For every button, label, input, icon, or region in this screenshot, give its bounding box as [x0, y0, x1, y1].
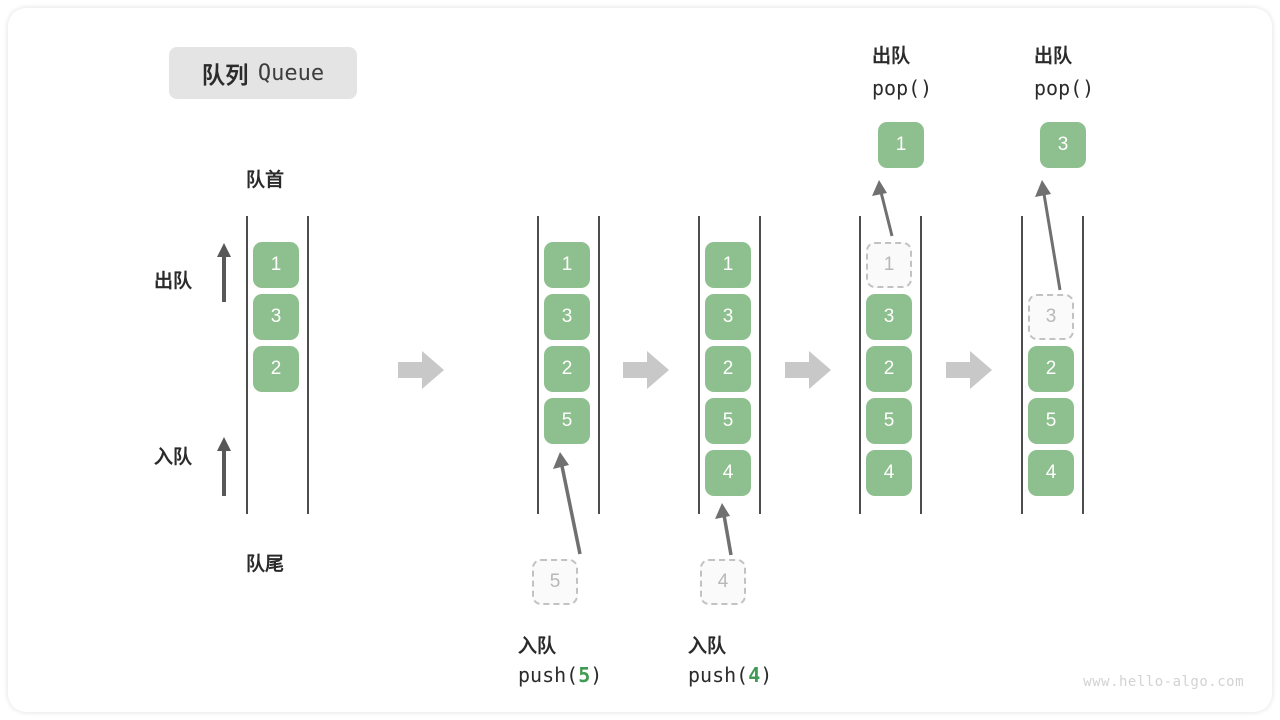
step-arrow-icon — [785, 351, 831, 389]
popped-element: 1 — [878, 122, 924, 168]
caption-cn: 入队 — [518, 636, 557, 657]
queue-cell: 1 — [705, 242, 751, 288]
caption-cn: 入队 — [688, 636, 727, 657]
step-arrow-icon — [946, 351, 992, 389]
queue-cell: 2 — [866, 346, 912, 392]
queue-rail-left — [698, 216, 700, 514]
pop-motion-arrow — [872, 180, 894, 237]
queue-rail-left — [246, 216, 248, 514]
step-arrow-icon — [398, 351, 444, 389]
caption-code: pop() — [872, 76, 933, 100]
queue-cell: 1 — [544, 242, 590, 288]
queue-cell: 3 — [866, 294, 912, 340]
label-rear: 队尾 — [246, 554, 285, 575]
queue-cell: 5 — [705, 398, 751, 444]
label-front: 队首 — [246, 170, 285, 191]
caption-code: pop() — [1034, 76, 1095, 100]
incoming-element: 4 — [700, 559, 746, 605]
step-arrow-icon — [623, 351, 669, 389]
caption-cn: 出队 — [1034, 46, 1073, 67]
queue-cell: 3 — [705, 294, 751, 340]
watermark: www.hello-algo.com — [1083, 674, 1244, 690]
label-dequeue: 出队 — [154, 271, 193, 292]
queue-cell: 5 — [544, 398, 590, 444]
caption-code-arg: 4 — [748, 663, 761, 687]
incoming-element: 5 — [532, 559, 578, 605]
queue-rail-right — [920, 216, 922, 514]
queue-cell: 2 — [544, 346, 590, 392]
queue-rail-left — [1021, 216, 1023, 514]
queue-rail-left — [537, 216, 539, 514]
caption-cn: 出队 — [872, 46, 911, 67]
title-en: Queue — [257, 60, 325, 86]
caption-code-arg: 5 — [578, 663, 591, 687]
label-enqueue: 入队 — [154, 447, 193, 468]
queue-cell: 1 — [253, 242, 299, 288]
queue-cell: 3 — [253, 294, 299, 340]
queue-rail-right — [1082, 216, 1084, 514]
queue-cell: 3 — [544, 294, 590, 340]
title-cn: 队列 — [201, 62, 249, 88]
queue-cell: 3 — [1028, 294, 1074, 340]
queue-cell: 2 — [253, 346, 299, 392]
queue-rail-left — [859, 216, 861, 514]
push-motion-arrow — [715, 503, 733, 556]
queue-rail-right — [598, 216, 600, 514]
caption-code: push(4) — [688, 663, 772, 687]
push-motion-arrow — [553, 452, 582, 555]
title-badge: 队列 Queue — [169, 47, 357, 99]
caption-code-close: ) — [590, 663, 603, 687]
enqueue-direction-arrow — [217, 437, 231, 496]
queue-cell: 4 — [866, 450, 912, 496]
queue-rail-right — [307, 216, 309, 514]
queue-cell: 1 — [866, 242, 912, 288]
queue-cell: 2 — [1028, 346, 1074, 392]
popped-element: 3 — [1040, 122, 1086, 168]
dequeue-direction-arrow — [217, 243, 231, 302]
queue-cell: 4 — [1028, 450, 1074, 496]
queue-cell: 5 — [866, 398, 912, 444]
caption-code: push(5) — [518, 663, 602, 687]
caption-code-close: ) — [760, 663, 773, 687]
caption-code-fn: push( — [688, 663, 749, 687]
caption-code-fn: push( — [518, 663, 579, 687]
pop-motion-arrow — [1035, 180, 1062, 291]
queue-rail-right — [759, 216, 761, 514]
diagram-card: 队列 Queue 队首 队尾 出队 入队 1 3 2 1 — [8, 8, 1272, 712]
queue-cell: 5 — [1028, 398, 1074, 444]
queue-cell: 4 — [705, 450, 751, 496]
queue-cell: 2 — [705, 346, 751, 392]
